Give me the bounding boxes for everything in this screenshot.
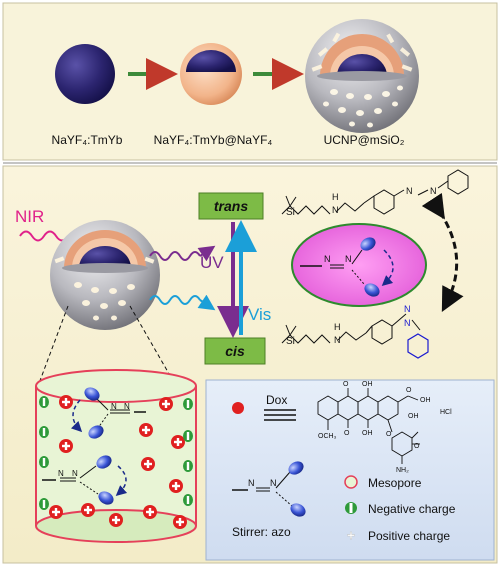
negative-charges bbox=[39, 396, 193, 510]
dox-legend-label: Dox bbox=[266, 393, 287, 407]
pore-bottom-n2: N bbox=[72, 469, 78, 478]
dox-oh4: OH bbox=[362, 430, 373, 437]
dox-och3: OCH₃ bbox=[318, 433, 337, 440]
dox-oh3: OH bbox=[408, 413, 419, 420]
mesopore-legend-label: Mesopore bbox=[368, 476, 422, 490]
dox-molecule bbox=[143, 505, 157, 519]
pore-stirrer-top bbox=[70, 387, 146, 439]
dox-nh2: NH₂ bbox=[396, 467, 409, 474]
cis-si: Si bbox=[286, 336, 295, 347]
stirrer-legend-label: Stirrer: azo bbox=[232, 525, 291, 539]
dox-o-keto: O bbox=[406, 387, 412, 394]
vis-wave bbox=[149, 295, 201, 305]
dox-o-sugar: O bbox=[386, 431, 392, 438]
uv-wave bbox=[149, 251, 201, 261]
negative-charge bbox=[39, 396, 49, 408]
dox-structure bbox=[317, 388, 420, 464]
cis-azo-n2: N bbox=[404, 318, 411, 328]
equivalence-symbol bbox=[264, 409, 296, 421]
legend-stirrer bbox=[232, 461, 306, 517]
dox-molecule bbox=[81, 503, 95, 517]
dox-o-top: O bbox=[343, 381, 349, 388]
label-coreshell: NaYF₄:TmYb@NaYF₄ bbox=[154, 133, 273, 147]
dox-o-ring: O bbox=[414, 443, 420, 450]
negative-charge bbox=[39, 456, 49, 468]
dox-molecules bbox=[49, 395, 187, 529]
trans-nh-h: H bbox=[332, 192, 339, 202]
pore-stirrer-bottom bbox=[42, 455, 128, 505]
stirrer-ellipse bbox=[291, 223, 427, 307]
legend-azo-n1: N bbox=[248, 478, 255, 488]
negative-charge bbox=[183, 460, 193, 472]
dox-molecule bbox=[109, 513, 123, 527]
negative-charge-legend-icon bbox=[345, 502, 357, 514]
dox-molecule bbox=[139, 423, 153, 437]
label-core: NaYF₄:TmYb bbox=[52, 133, 123, 147]
cis-box bbox=[204, 337, 266, 365]
mesoporous-silica-nanoparticle bbox=[305, 19, 419, 133]
vis-label: Vis bbox=[248, 305, 271, 324]
dox-legend-dot bbox=[232, 402, 244, 414]
vis-emission-arrow bbox=[197, 294, 216, 311]
trans-azo-structure bbox=[281, 169, 469, 215]
legend-azo-n2: N bbox=[270, 478, 277, 488]
negative-charge bbox=[39, 498, 49, 510]
trans-box bbox=[198, 192, 264, 220]
zoom-line-right bbox=[129, 305, 177, 387]
cis-nh-n: N bbox=[334, 335, 341, 345]
label-mesoporous: UCNP@mSiO₂ bbox=[324, 133, 405, 147]
legend-panel bbox=[205, 379, 495, 561]
trans-azo-n2: N bbox=[430, 186, 437, 196]
ucnp-sphere bbox=[50, 220, 160, 330]
negative-charge bbox=[39, 426, 49, 438]
dox-molecule bbox=[173, 515, 187, 529]
cis-azo-structure bbox=[281, 313, 421, 345]
cis-azo-n1: N bbox=[404, 304, 411, 314]
negative-charge bbox=[183, 430, 193, 442]
positive-charge-legend-icon: + bbox=[347, 527, 355, 543]
trans-label: trans bbox=[214, 198, 248, 214]
zoom-line-left bbox=[37, 305, 69, 387]
core-nanoparticle bbox=[55, 44, 115, 104]
dox-molecule bbox=[169, 479, 183, 493]
core-shell-nanoparticle bbox=[180, 43, 242, 105]
positive-charge-legend-label: Positive charge bbox=[368, 529, 450, 543]
cis-label: cis bbox=[225, 343, 245, 359]
dox-molecule bbox=[59, 439, 73, 453]
dox-molecule bbox=[59, 395, 73, 409]
nir-wave bbox=[19, 230, 69, 242]
negative-charge bbox=[183, 398, 193, 410]
dox-hcl: HCl bbox=[440, 409, 452, 416]
cis-nh-h: H bbox=[334, 322, 341, 332]
pore-top-n2: N bbox=[124, 402, 130, 411]
negative-charge bbox=[183, 494, 193, 506]
dox-o-mid: O bbox=[344, 430, 350, 437]
dox-oh2: OH bbox=[420, 397, 431, 404]
ellipse-n1: N bbox=[324, 254, 331, 264]
uv-emission-arrow bbox=[197, 245, 216, 262]
uv-label: UV bbox=[200, 253, 224, 272]
isomerization-arrow bbox=[421, 192, 464, 312]
mesopore-legend-icon bbox=[344, 475, 358, 489]
ellipse-n2: N bbox=[345, 254, 352, 264]
negative-charge-legend-label: Negative charge bbox=[368, 502, 456, 516]
dox-molecule bbox=[49, 505, 63, 519]
dox-molecule bbox=[141, 457, 155, 471]
dox-oh1: OH bbox=[362, 381, 373, 388]
nir-label: NIR bbox=[15, 207, 44, 226]
trans-nh-n: N bbox=[332, 205, 339, 215]
pore-top-n1: N bbox=[111, 402, 117, 411]
cis-phenyl-ring bbox=[407, 333, 429, 359]
trans-azo-n1: N bbox=[406, 186, 413, 196]
dox-molecule bbox=[159, 397, 173, 411]
trans-si: Si bbox=[286, 207, 295, 218]
dox-molecule bbox=[171, 435, 185, 449]
pore-bottom-n1: N bbox=[58, 469, 64, 478]
